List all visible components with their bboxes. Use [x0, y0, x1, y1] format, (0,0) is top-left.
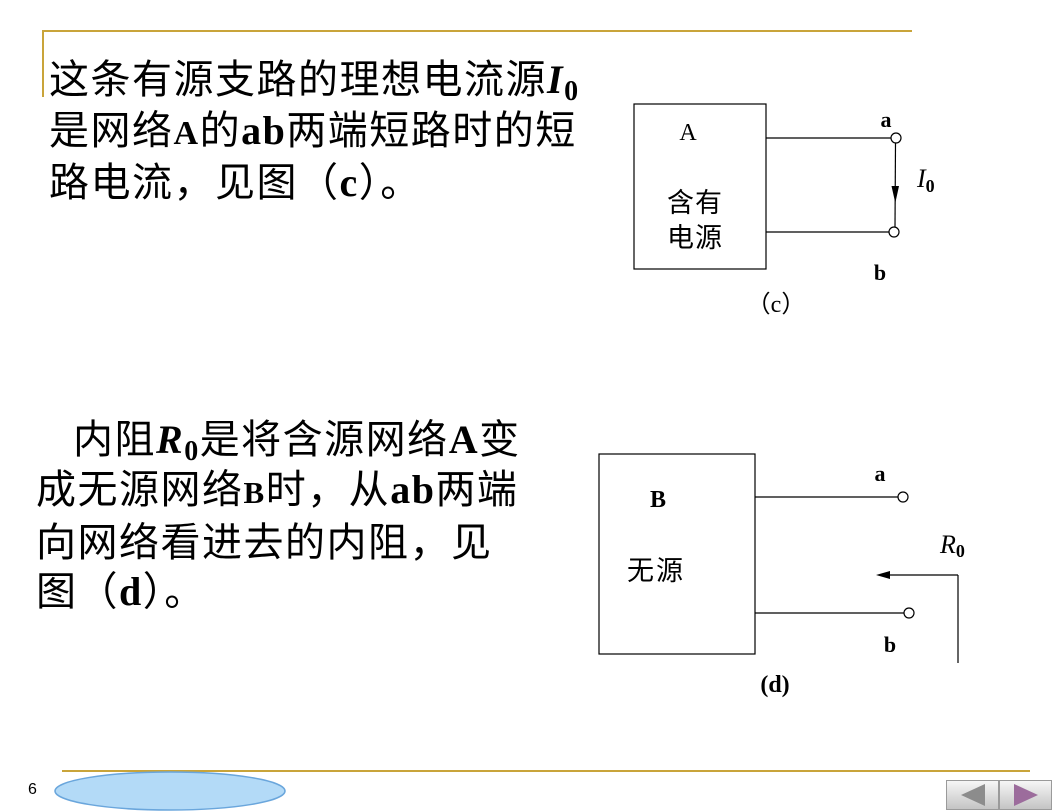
paragraph-2-line-4: 图（d）。 — [36, 566, 206, 618]
terminal-a-label-c: a — [881, 107, 892, 132]
terminal-a-label-d: a — [875, 461, 886, 486]
paragraph-2-line-4-text-a: 图（ — [36, 569, 119, 614]
current-source-symbol: I — [547, 57, 565, 102]
paragraph-1-line-2-text-a: 是网络 — [49, 108, 174, 153]
diagram-d: B 无源 a b R0 (d) — [598, 453, 965, 698]
arrow-right-icon — [1013, 784, 1038, 806]
network-a-desc-line-2: 电源 — [667, 223, 723, 253]
paragraph-1-line-1-text: 这条有源支路的理想电流源 — [49, 57, 547, 102]
paragraph-2-line-2-text-a: 成无源网络 — [36, 467, 244, 512]
network-a-desc-line-1: 含有 — [667, 188, 723, 218]
figure-d-ref: d — [119, 569, 143, 614]
diagram-c: A 含有 电源 a b I0 （c） — [633, 103, 935, 318]
network-a-box — [633, 103, 767, 270]
caption-d: (d) — [760, 672, 789, 698]
terminals-ab-ref: ab — [241, 108, 287, 153]
paragraph-2-line-3-text: 向网络看进去的内阻，见 — [36, 520, 493, 565]
network-b-desc: 无源 — [627, 556, 685, 586]
figure-c-ref: c — [339, 160, 359, 205]
paragraph-2-line-2: 成无源网络B时，从ab两端 — [36, 464, 518, 519]
caption-c: （c） — [747, 292, 806, 318]
terminal-b-c — [888, 226, 900, 238]
paragraph-2-line-1-text-b: 是将含源网络 — [199, 417, 449, 462]
paragraph-1-line-2: 是网络A的ab两端短路时的短 — [49, 105, 577, 160]
network-b-label: B — [650, 487, 666, 513]
paragraph-2-line-2-text-c: 两端 — [435, 467, 519, 512]
short-circuit-wire — [894, 142, 897, 228]
paragraph-1-line-3-text-b: ）。 — [358, 160, 422, 205]
paragraph-2-line-2-text-b: 时，从 — [265, 467, 391, 512]
network-b-box — [598, 453, 756, 655]
paragraph-2-line-1-text-a: 内阻 — [73, 417, 156, 462]
paragraph-1-line-2-text-b: 的 — [199, 108, 242, 153]
network-a-label: A — [679, 120, 697, 146]
terminals-ab-ref-2: ab — [390, 467, 436, 512]
terminal-a-c — [890, 132, 902, 144]
paragraph-1-line-1: 这条有源支路的理想电流源I0 — [49, 54, 580, 118]
internal-resistance-subscript: 0 — [184, 436, 200, 467]
paragraph-2-line-3: 向网络看进去的内阻，见 — [36, 517, 493, 569]
next-slide-button[interactable] — [999, 780, 1052, 810]
network-a-ref: A — [173, 115, 200, 152]
current-label: I0 — [916, 164, 935, 196]
network-b-ref: B — [243, 475, 266, 510]
paragraph-1-line-3-text-a: 路电流，见图（ — [49, 160, 340, 205]
internal-resistance-symbol: R — [156, 417, 185, 462]
paragraph-2-line-4-text-b: ）。 — [142, 569, 206, 614]
paragraph-1-line-3: 路电流，见图（c）。 — [49, 157, 422, 209]
terminal-b-d — [903, 607, 915, 619]
oval-button[interactable] — [54, 771, 286, 811]
current-subscript: 0 — [926, 176, 935, 196]
arrow-left-icon — [960, 784, 985, 806]
paragraph-2-line-1-text-c: 变 — [479, 417, 521, 462]
resistance-symbol: R — [939, 530, 956, 559]
resistance-label: R0 — [939, 530, 965, 561]
current-source-subscript: 0 — [564, 76, 580, 107]
resistance-subscript: 0 — [956, 541, 965, 561]
prev-slide-button[interactable] — [946, 780, 999, 810]
terminal-a-d — [897, 491, 909, 503]
terminal-b-label-d: b — [884, 632, 896, 657]
page-number: 6 — [28, 781, 37, 798]
resistance-arrow-head — [876, 571, 890, 579]
paragraph-1-line-2-text-c: 两端短路时的短 — [286, 108, 577, 153]
terminal-b-label-c: b — [874, 260, 886, 285]
network-a-ref-2: A — [448, 417, 480, 462]
current-arrow-head — [891, 186, 899, 203]
current-symbol: I — [916, 164, 927, 193]
paragraph-2-line-1: 内阻R0是将含源网络A变 — [73, 414, 521, 478]
